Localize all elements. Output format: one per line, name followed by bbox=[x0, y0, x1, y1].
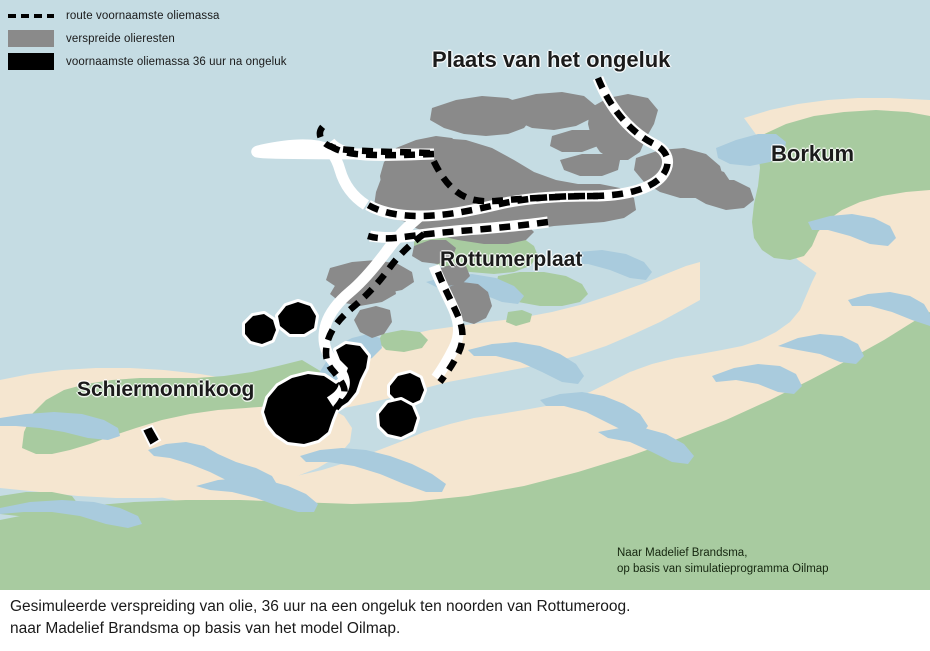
green-spot-small-1 bbox=[378, 330, 428, 352]
map-label-borkum: Borkum bbox=[771, 141, 855, 166]
oil-mass-layer bbox=[140, 299, 427, 448]
channel-bottom-1 bbox=[0, 500, 142, 528]
oil-mass-west-large[interactable] bbox=[275, 299, 319, 337]
oil-mass-west-small-fill bbox=[245, 314, 276, 344]
legend-label-spread: verspreide olieresten bbox=[66, 32, 175, 45]
oil-spread-north-mid bbox=[506, 92, 596, 130]
legend-item-mass: voornaamste oliemassa 36 uur na ongeluk bbox=[8, 50, 287, 73]
route-segment-fork-east bbox=[434, 270, 466, 384]
oil-spread-east-tail bbox=[690, 180, 754, 210]
channel-east-3 bbox=[598, 428, 694, 464]
legend: route voornaamste oliemassa verspreide o… bbox=[8, 4, 287, 73]
channel-mid-1 bbox=[300, 448, 446, 492]
oil-spread-rottumer-tail bbox=[412, 240, 456, 264]
caption-text: Gesimuleerde verspreiding van olie, 36 u… bbox=[10, 598, 631, 637]
oil-spread-north-west bbox=[430, 96, 532, 136]
oil-spread-small-lobe bbox=[354, 306, 392, 338]
oil-mass-east-lower[interactable] bbox=[376, 397, 420, 440]
legend-item-route: route voornaamste oliemassa bbox=[8, 4, 287, 27]
oil-mass-east-upper[interactable] bbox=[387, 370, 427, 408]
channel-east-5 bbox=[778, 334, 864, 364]
green-spot-small-2 bbox=[506, 310, 532, 326]
oil-spread-small-mid bbox=[560, 154, 620, 176]
map-label-schiermonnikoog: Schiermonnikoog bbox=[77, 378, 255, 401]
channel-east-6 bbox=[848, 292, 930, 326]
grey-square-swatch-icon bbox=[8, 30, 54, 47]
oil-mass-schier-fill bbox=[264, 344, 368, 444]
oil-mass-west-large-fill bbox=[278, 302, 316, 334]
route-segment-west-hook bbox=[316, 121, 431, 157]
channel-east-1 bbox=[468, 342, 584, 384]
oil-spread-layer bbox=[326, 92, 754, 338]
channel-north-east-sand bbox=[808, 214, 896, 246]
sand-flat-rottumer-area bbox=[324, 262, 700, 408]
channel-rottumer-2 bbox=[556, 250, 652, 280]
map-canvas bbox=[0, 75, 930, 590]
legend-label-route: route voornaamste oliemassa bbox=[66, 9, 220, 22]
map-label-rottumerplaat: Rottumerplaat bbox=[440, 248, 583, 271]
mainland-green-south bbox=[0, 312, 930, 590]
legend-item-spread: verspreide olieresten bbox=[8, 27, 287, 50]
source-credit: Naar Madelief Brandsma, op basis van sim… bbox=[617, 547, 829, 575]
oil-mass-schier[interactable] bbox=[261, 341, 371, 447]
map-figure: route voornaamste oliemassa verspreide o… bbox=[0, 0, 930, 590]
oil-route-dashes bbox=[316, 76, 671, 413]
channel-schier-1 bbox=[0, 412, 120, 440]
oil-spread-north-sliver bbox=[550, 130, 602, 152]
oil-mass-east-upper-fill bbox=[390, 373, 424, 405]
island-borkum bbox=[752, 110, 930, 260]
channel-east-2 bbox=[540, 392, 648, 434]
map-label-accident-site: Plaats van het ongeluk bbox=[432, 47, 671, 72]
route-segment-north-arc bbox=[427, 151, 599, 205]
caption-area: Gesimuleerde verspreiding van olie, 36 u… bbox=[0, 590, 930, 651]
channel-east-4 bbox=[712, 364, 802, 394]
oil-route-layer[interactable] bbox=[251, 75, 674, 413]
channel-schier-3 bbox=[196, 478, 318, 512]
oil-mass-dash-schier-beach bbox=[140, 424, 162, 448]
oil-mass-west-small[interactable] bbox=[242, 311, 279, 347]
oil-mass-east-lower-fill bbox=[379, 400, 417, 437]
black-square-swatch-icon bbox=[8, 53, 54, 70]
channel-borkum-west bbox=[716, 134, 786, 166]
route-segment-mid-body bbox=[367, 218, 549, 242]
legend-label-mass: voornaamste oliemassa 36 uur na ongeluk bbox=[66, 55, 287, 68]
dashed-line-swatch-icon bbox=[8, 7, 54, 24]
